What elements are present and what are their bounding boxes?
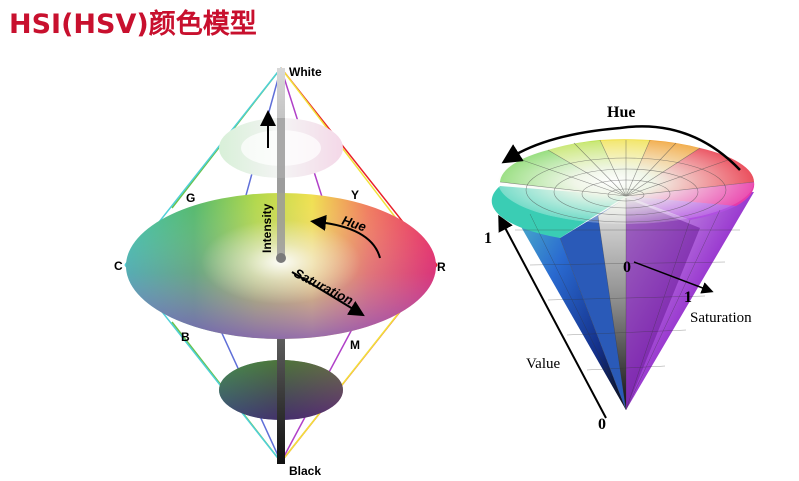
- hue-arc-arrow: [501, 125, 741, 171]
- blue-vertex-label: B: [181, 330, 190, 344]
- cyan-vertex-label: C: [114, 259, 123, 273]
- cone-grid: [515, 198, 740, 411]
- hsi-double-cone: White Black C R G Y B M Intensity Hue Sa…: [114, 65, 446, 478]
- page-title: HSI(HSV)颜色模型: [9, 9, 257, 40]
- center-zero-label: 0: [623, 259, 631, 276]
- hue-wheel-top: [491, 139, 755, 238]
- hsv-saturation-label: Saturation: [690, 310, 752, 326]
- value-min-label: 0: [598, 416, 606, 433]
- white-label: White: [289, 65, 322, 79]
- hsv-hue-label: Hue: [607, 104, 635, 121]
- value-arrow: [498, 214, 607, 419]
- cone-cut-mid: [598, 198, 626, 410]
- green-vertex-label: G: [186, 191, 195, 205]
- saturation-arrow: [291, 271, 365, 317]
- red-vertex-label: R: [437, 260, 446, 274]
- value-max-label: 1: [484, 230, 492, 247]
- cone-left-face: [500, 190, 626, 410]
- intensity-label: Intensity: [260, 203, 274, 253]
- saturation-axis-arrow: [633, 261, 714, 294]
- hsv-cone: Hue 1 0 0 1 Saturation Value: [484, 104, 755, 433]
- yellow-vertex-label: Y: [351, 188, 359, 202]
- saturation-max-label: 1: [684, 289, 692, 306]
- hsv-value-label: Value: [526, 356, 560, 372]
- magenta-vertex-label: M: [350, 338, 360, 352]
- hue-label: Hue: [340, 213, 368, 235]
- hue-arrow: [310, 214, 381, 259]
- black-label: Black: [289, 464, 321, 478]
